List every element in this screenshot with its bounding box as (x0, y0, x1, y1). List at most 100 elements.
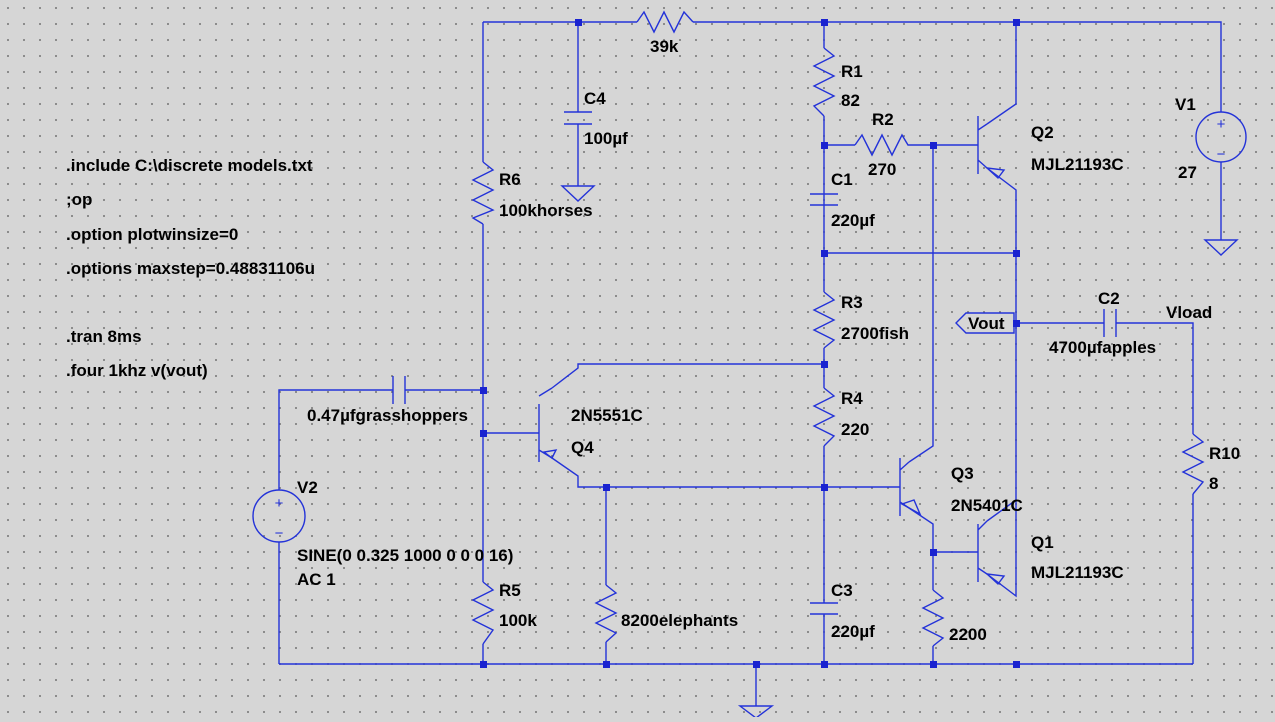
transistor-q1-arrow (984, 573, 1006, 586)
directive-op: ;op (66, 190, 92, 209)
r4-value: 220 (841, 420, 869, 439)
transistor-q4-arrow (542, 449, 558, 460)
c4-value: 100µf (584, 129, 628, 148)
junction-dot (480, 661, 487, 668)
junction-dot (821, 661, 828, 668)
resistor-r5 (471, 581, 495, 645)
junction-dot (930, 142, 937, 149)
transistor-q3-base (893, 458, 910, 516)
v2-circle (252, 489, 306, 543)
resistors (471, 10, 1205, 647)
r2-value: 270 (868, 160, 896, 179)
r10-value: 8 (1209, 474, 1218, 493)
capacitor-c1-plates (810, 193, 838, 206)
resistor-r3 (812, 291, 836, 349)
junction-dot (1013, 661, 1020, 668)
r10-name: R10 (1209, 444, 1240, 463)
junction-dot (821, 19, 828, 26)
vload-label[interactable]: Vload (1166, 303, 1212, 322)
r3-value: 2700fish (841, 324, 909, 343)
ground-c4-icon (560, 185, 596, 202)
capacitor-cin-plates (392, 376, 406, 404)
transistor-q4-base (538, 387, 553, 462)
junction-dot (575, 19, 582, 26)
wire-q3-collector (908, 145, 934, 463)
r2-name: R2 (872, 110, 894, 129)
resistor-r2 (854, 133, 914, 157)
junction-dot (930, 661, 937, 668)
wire-q4-emitter (551, 457, 893, 488)
resistor-2200-value: 2200 (949, 625, 987, 644)
c3-value: 220µf (831, 622, 875, 641)
r6-value: 100khorses (499, 201, 593, 220)
transistors (538, 116, 1006, 586)
resistor-r1 (812, 47, 836, 117)
r5-name: R5 (499, 581, 521, 600)
transistor-q2-base (970, 116, 988, 174)
v1-plus-sign: + (1217, 116, 1226, 133)
transistor-q1-base (970, 520, 988, 582)
r5-value: 100k (499, 611, 537, 630)
directive-tran: .tran 8ms (66, 327, 142, 346)
c1-value: 220µf (831, 211, 875, 230)
junction-dot (480, 387, 487, 394)
c1-name: C1 (831, 170, 853, 189)
directive-maxstep: .options maxstep=0.48831106u (66, 259, 315, 278)
v1-name: V1 (1175, 95, 1196, 114)
junction-dot (1013, 320, 1020, 327)
capacitor-c4-plates (564, 111, 592, 125)
resistor-8200-value: 8200elephants (621, 611, 738, 630)
capacitor-c3-plates (810, 602, 838, 615)
ground-main-icon (737, 705, 775, 719)
directive-include: .include C:\discrete models.txt (66, 156, 313, 175)
transistor-q3-arrow (900, 499, 922, 516)
voltage-source-v2: + − (252, 489, 306, 543)
component-labels: 39k C4 100µf R1 82 R2 270 Q2 MJL21193C V… (297, 37, 1240, 644)
vout-label[interactable]: Vout (968, 314, 1005, 333)
wire-input (278, 389, 483, 664)
resistor-r10 (1181, 433, 1205, 495)
resistor-39k-value: 39k (650, 37, 679, 56)
junction-dot (930, 549, 937, 556)
junction-dot (753, 661, 760, 668)
junctions (480, 19, 1020, 668)
grounds (560, 185, 1239, 719)
r1-value: 82 (841, 91, 860, 110)
input-cap-value: 0.47µfgrasshoppers (307, 406, 468, 425)
q4-model: 2N5551C (571, 406, 643, 425)
q3-model: 2N5401C (951, 496, 1023, 515)
c2-name: C2 (1098, 289, 1120, 308)
v2-value-ac: AC 1 (297, 570, 336, 589)
v2-plus-sign: + (275, 495, 284, 512)
q2-model: MJL21193C (1031, 155, 1124, 174)
c4-name: C4 (584, 89, 606, 108)
wire-q4-collector (551, 363, 824, 389)
resistor-r4 (812, 387, 836, 447)
r4-name: R4 (841, 389, 863, 408)
transistor-q2-arrow (984, 167, 1006, 180)
v1-circle (1195, 111, 1247, 163)
c3-name: C3 (831, 581, 853, 600)
junction-dot (821, 250, 828, 257)
v2-value: SINE(0 0.325 1000 0 0 0 16) (297, 546, 513, 565)
sources: + − + − (252, 111, 1247, 543)
wires (278, 21, 1222, 706)
q1-name: Q1 (1031, 533, 1054, 552)
capacitor-c2-plates (1103, 309, 1117, 337)
v1-value: 27 (1178, 163, 1197, 182)
q3-name: Q3 (951, 464, 974, 483)
ground-v1-icon (1203, 239, 1239, 256)
junction-dot (603, 484, 610, 491)
resistor-8200 (594, 584, 618, 643)
junction-dot (603, 661, 610, 668)
v2-minus-sign: − (275, 525, 284, 542)
capacitors (392, 111, 1117, 615)
directives: .include C:\discrete models.txt ;op .opt… (66, 156, 315, 380)
junction-dot (821, 142, 828, 149)
q1-model: MJL21193C (1031, 563, 1124, 582)
r3-name: R3 (841, 293, 863, 312)
junction-dot (1013, 19, 1020, 26)
junction-dot (821, 361, 828, 368)
